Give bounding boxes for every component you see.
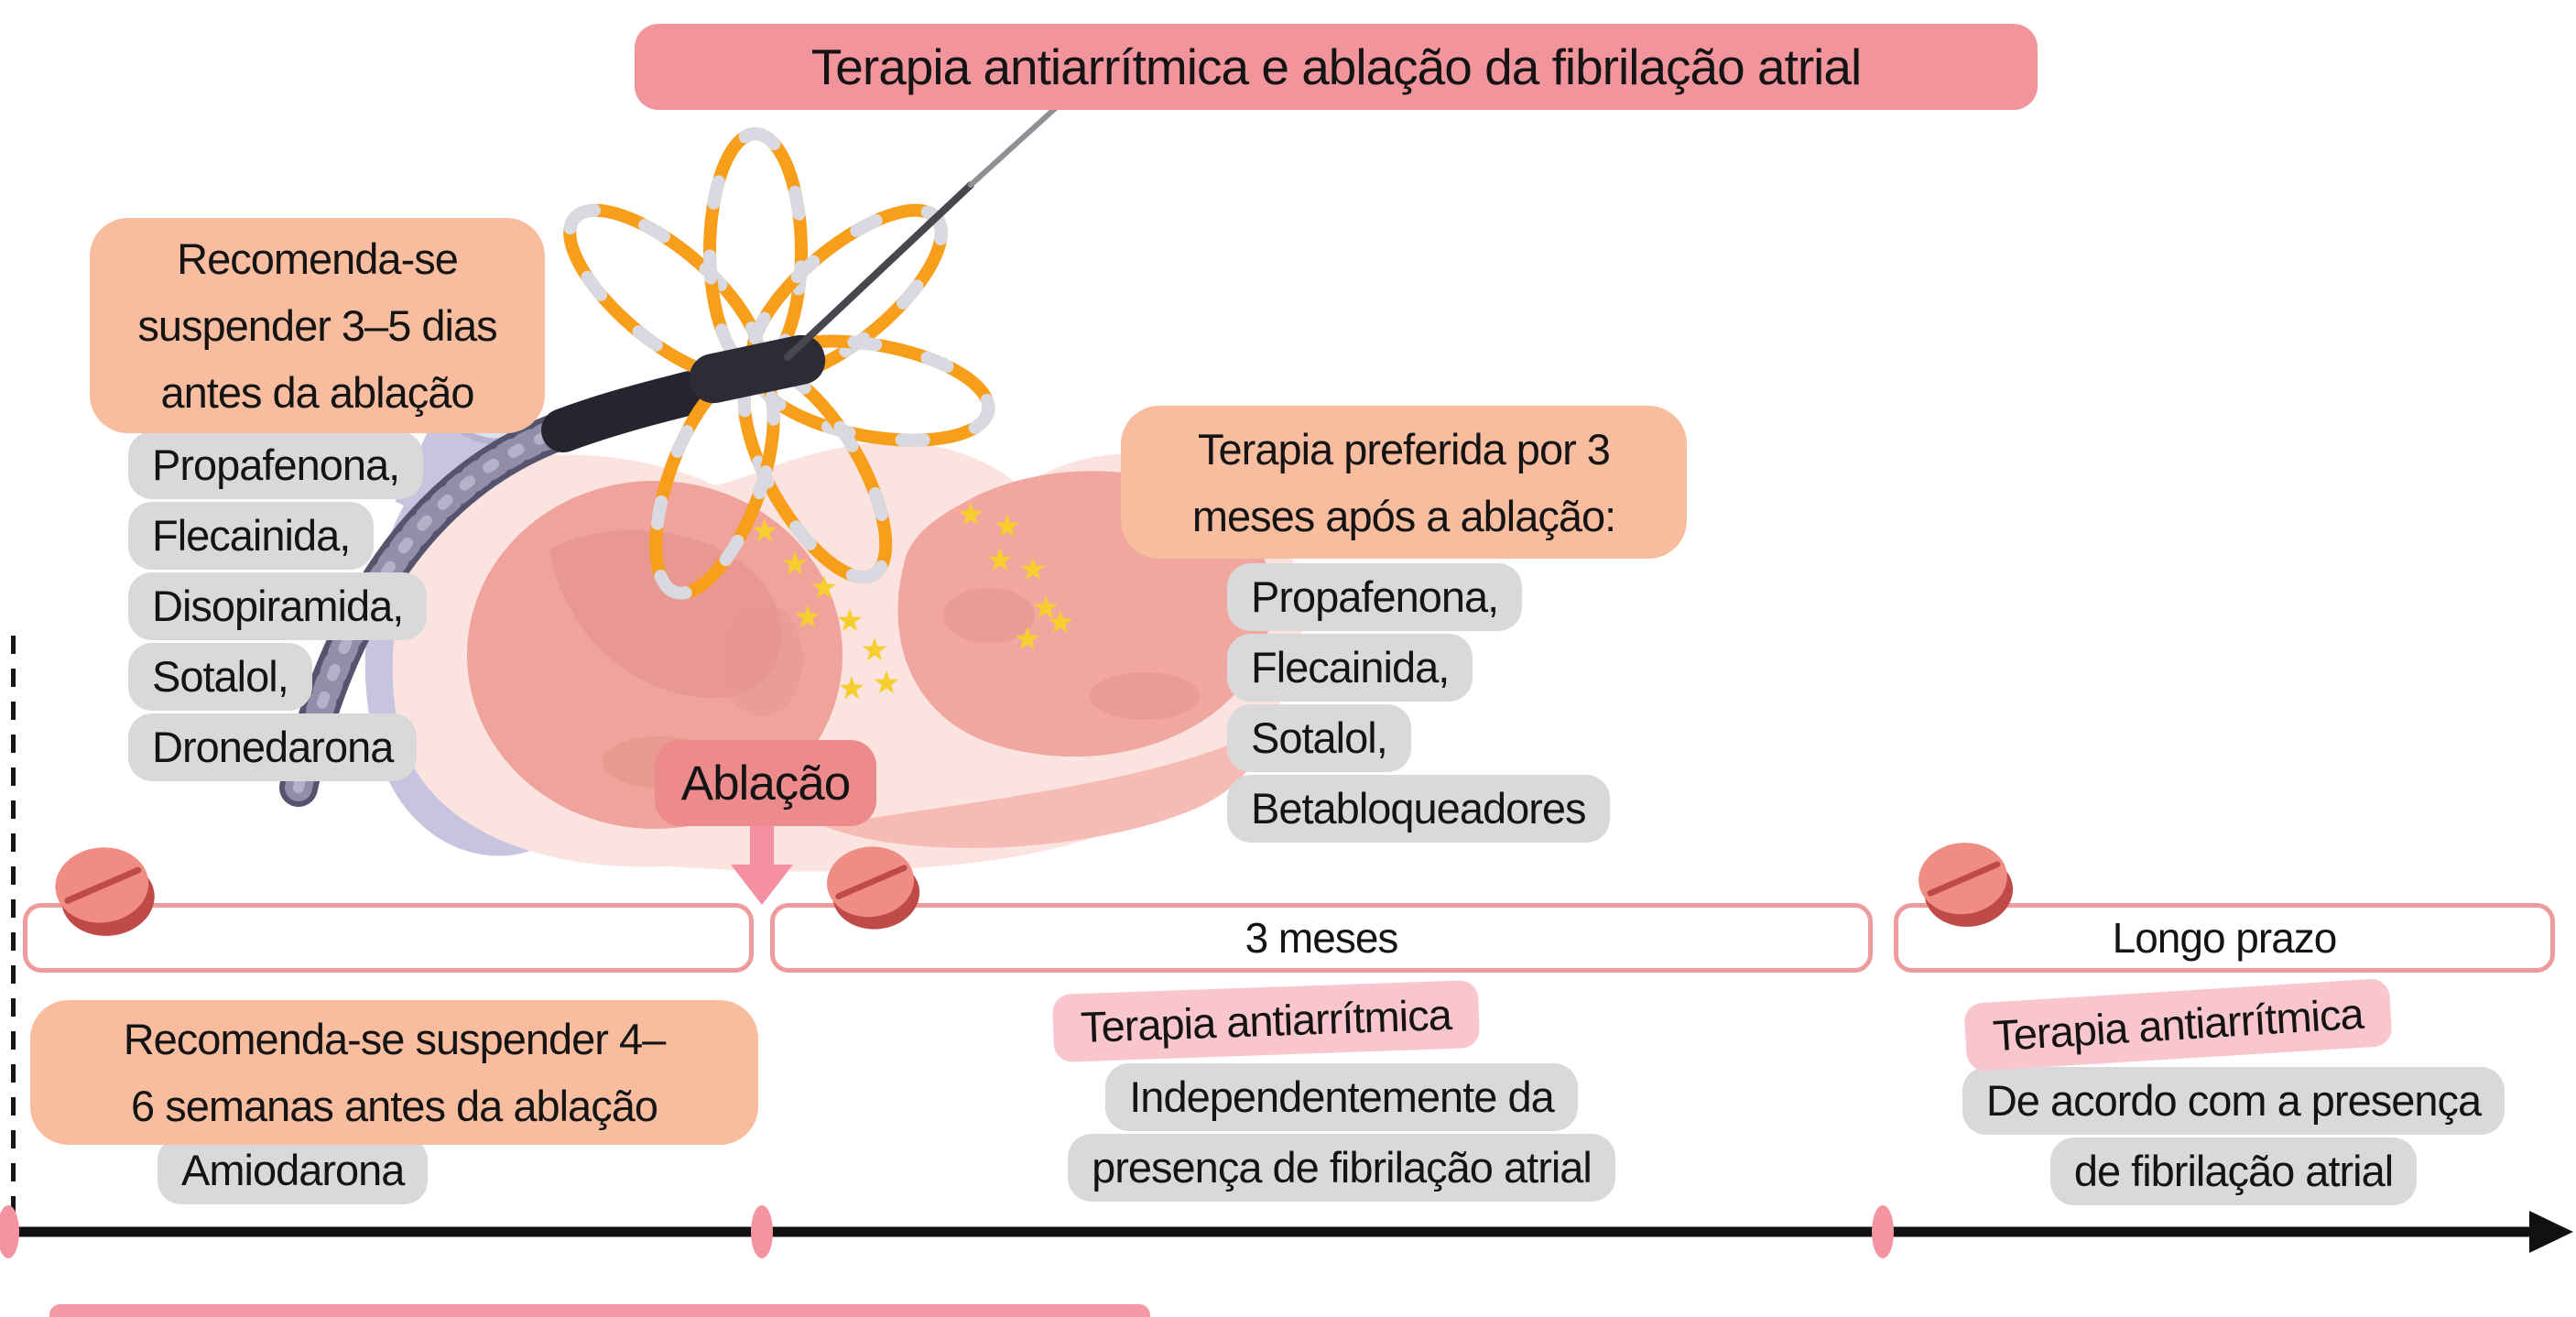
- recommendation-line: meses após a ablação:: [1191, 491, 1616, 540]
- drug-item: Flecainida,: [1227, 634, 1473, 702]
- timeline-start-dashed-line: [11, 636, 16, 1229]
- heart-ventricle-shading: [824, 733, 1259, 848]
- catheter-shaft-icon: [279, 367, 723, 807]
- pre-ablation-long-drug-list: Amiodarona: [158, 1134, 429, 1204]
- pill-icon: [1914, 839, 2018, 930]
- recommendation-line: Recomenda-se suspender 4–: [123, 1015, 667, 1063]
- therapy-highlight-long-term: Terapia antiarrítmica: [1963, 977, 2393, 1072]
- post-ablation-drug-list: Propafenona, Flecainida, Sotalol, Betabl…: [1227, 561, 1610, 843]
- timeline-axis-arrow: [0, 1205, 2573, 1258]
- pre-ablation-long-recommendation: Recomenda-se suspender 4– 6 semanas ante…: [30, 1000, 758, 1145]
- page-title-text: Terapia antiarrítmica e ablação da fibri…: [810, 38, 1862, 95]
- axis-marker-dot: [1872, 1205, 1894, 1258]
- axis-marker-dot: [751, 1205, 773, 1258]
- drug-item: Dronedarona: [128, 713, 418, 781]
- note-line: Independentemente da: [1105, 1063, 1578, 1131]
- catheter-guidewire-icon: [784, 93, 1072, 361]
- drug-item: Propafenona,: [128, 431, 424, 499]
- drug-item: Sotalol,: [128, 643, 312, 711]
- recommendation-line: Terapia preferida por 3: [1198, 424, 1611, 473]
- therapy-highlight-3-months: Terapia antiarrítmica: [1051, 979, 1480, 1063]
- therapy-note-3-months: Independentemente da presença de fibrila…: [1003, 1061, 1680, 1202]
- post-ablation-recommendation: Terapia preferida por 3 meses após a abl…: [1121, 406, 1687, 559]
- ablation-label-text: Ablação: [680, 756, 852, 811]
- timeline-segment-3-months: 3 meses: [770, 903, 1873, 973]
- down-arrow-icon: [731, 826, 793, 905]
- note-line: presença de fibrilação atrial: [1068, 1134, 1615, 1202]
- page-title: Terapia antiarrítmica e ablação da fibri…: [635, 24, 2038, 110]
- axis-arrowhead-icon: [2529, 1211, 2573, 1253]
- cropped-pink-bar: [49, 1304, 1150, 1317]
- axis-marker-dot: [0, 1205, 19, 1258]
- segment-label: Longo prazo: [2112, 914, 2338, 962]
- drug-item: Amiodarona: [158, 1137, 429, 1204]
- pill-icon: [50, 844, 160, 939]
- recommendation-line: Recomenda-se: [177, 234, 459, 283]
- note-line: de fibrilação atrial: [2049, 1137, 2418, 1205]
- therapy-note-long-term: De acordo com a presença de fibrilação a…: [1912, 1064, 2555, 1205]
- timeline-segment-long-term: Longo prazo: [1894, 903, 2555, 973]
- segment-label: 3 meses: [1245, 914, 1399, 962]
- ablation-label: Ablação: [655, 740, 876, 826]
- drug-item: Disopiramida,: [128, 572, 428, 640]
- drug-item: Betabloqueadores: [1227, 775, 1610, 843]
- pre-ablation-short-recommendation: Recomenda-se suspender 3–5 dias antes da…: [90, 218, 545, 433]
- drug-item: Flecainida,: [128, 502, 375, 570]
- recommendation-line: suspender 3–5 dias: [137, 301, 497, 350]
- drug-item: Sotalol,: [1227, 704, 1411, 772]
- recommendation-line: 6 semanas antes da ablação: [131, 1082, 658, 1130]
- recommendation-line: antes da ablação: [160, 368, 474, 417]
- note-line: De acordo com a presença: [1962, 1067, 2505, 1135]
- pre-ablation-short-drug-list: Propafenona, Flecainida, Disopiramida, S…: [128, 429, 428, 781]
- drug-item: Propafenona,: [1227, 563, 1523, 631]
- pill-icon: [822, 843, 925, 932]
